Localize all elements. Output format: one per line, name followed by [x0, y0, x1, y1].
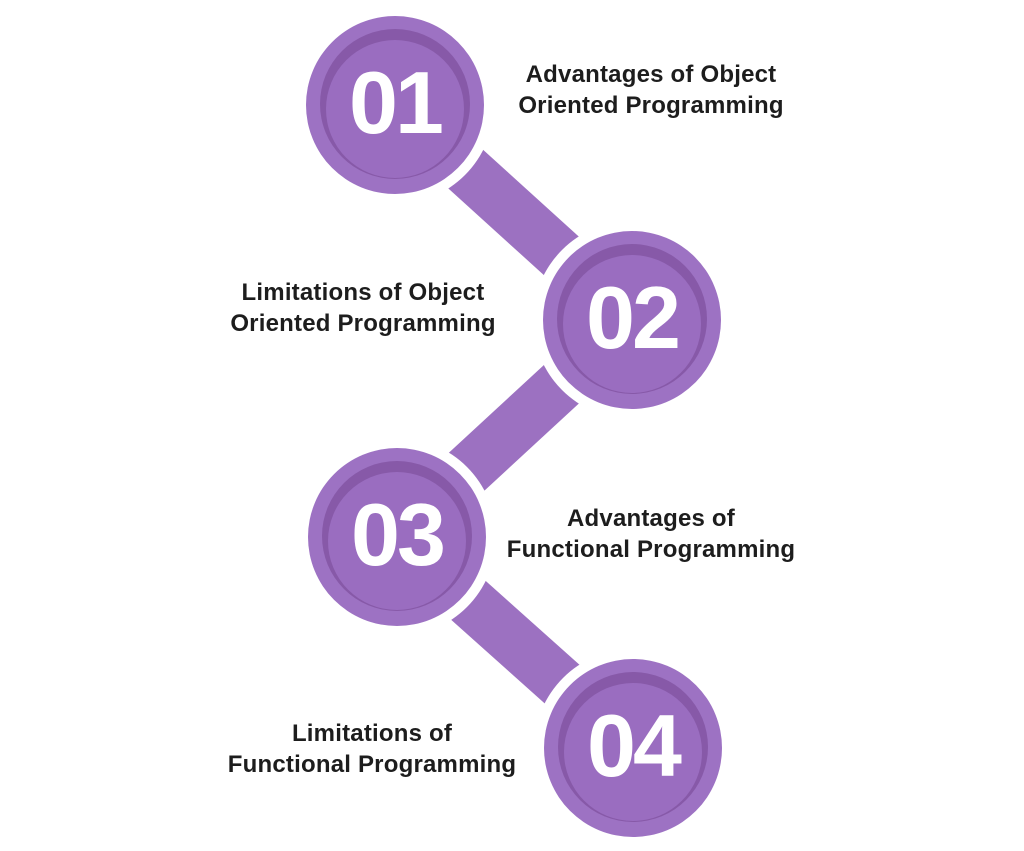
- step-number-02: 02: [586, 268, 681, 367]
- step-label-04-line1: Limitations of: [291, 720, 453, 747]
- step-label-04-line2: Functional Programming: [227, 751, 517, 778]
- step-label-03-line1: Advantages of: [567, 505, 735, 532]
- step-label-03: Advantages of Functional Programming: [451, 503, 851, 565]
- step-number-01: 01: [349, 53, 444, 152]
- circle-inner-disc: [328, 472, 466, 610]
- step-circle-02: 02: [543, 231, 721, 409]
- circle-inner-disc: [564, 683, 702, 821]
- step-number-04: 04: [587, 696, 682, 795]
- step-label-02: Limitations of Object Oriented Programmi…: [163, 277, 563, 339]
- circle-inner-disc: [563, 255, 701, 393]
- step-circle-03: 03: [308, 448, 486, 626]
- step-number-03: 03: [351, 485, 446, 584]
- step-circle-04: 04: [544, 659, 722, 837]
- step-label-02-line1: Limitations of Object: [241, 279, 485, 306]
- step-label-01: Advantages of Object Oriented Programmin…: [451, 59, 851, 121]
- step-label-02-line2: Oriented Programming: [230, 310, 496, 337]
- step-label-04: Limitations of Functional Programming: [172, 718, 572, 780]
- circle-inner-disc: [326, 40, 464, 178]
- step-label-01-line2: Oriented Programming: [518, 92, 784, 119]
- step-circle-01: 01: [306, 16, 484, 194]
- step-label-01-line1: Advantages of Object: [525, 61, 777, 88]
- step-label-03-line2: Functional Programming: [506, 536, 796, 563]
